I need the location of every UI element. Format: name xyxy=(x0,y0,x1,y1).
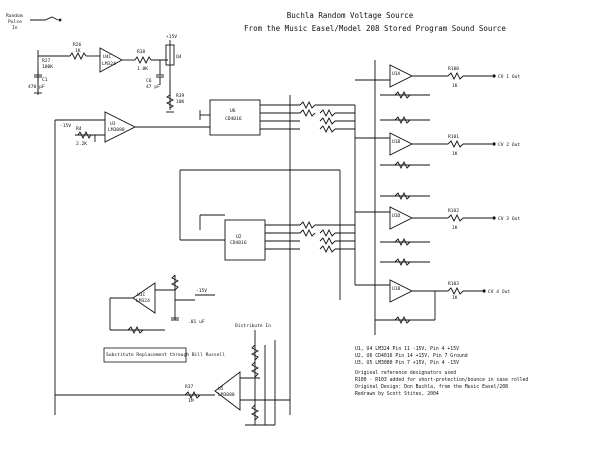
note-7: Redrawn by Scott Stites, 2004 xyxy=(355,391,439,397)
c5-value: .01 uF xyxy=(188,319,205,325)
title-line2: From the Music Easel/Model 208 Stored Pr… xyxy=(244,24,506,33)
q4-label: Q4 xyxy=(176,54,182,60)
out-res-2: R101 xyxy=(448,134,459,140)
substitution-box xyxy=(103,347,187,363)
out-amp-2-label: U1B xyxy=(392,139,401,145)
r26-label: R26 xyxy=(73,42,82,48)
u6-label: U6 xyxy=(230,108,236,114)
cv4-out-label: CV 4 Out xyxy=(488,289,510,295)
u1c-part: LM324 xyxy=(136,298,150,304)
u2-switch xyxy=(179,169,355,300)
r39-label: R39 xyxy=(176,93,185,99)
u6-part: CD4016 xyxy=(225,116,242,122)
u3-label: U3 xyxy=(110,121,116,127)
u5-label: U5 xyxy=(218,386,224,392)
u3-stage xyxy=(54,111,210,415)
out-res-1: R100 xyxy=(448,66,459,72)
u5-stage xyxy=(55,330,290,426)
note-1: U1, U4 LM324 Pin 11 -15V, Pin 4 +15V xyxy=(355,346,459,352)
out-amp-4-label: U1B xyxy=(392,286,401,292)
r37-label: R37 xyxy=(185,384,194,390)
r38-label: R38 xyxy=(137,49,146,55)
u6-switch xyxy=(199,95,355,415)
out-val-3: 1K xyxy=(452,225,458,231)
cv1-out-label: CV 1 Out xyxy=(498,74,520,80)
c1-value: 470 pF xyxy=(28,84,45,90)
r39-value: 10K xyxy=(176,99,185,105)
supply-pos-1: +15V xyxy=(166,34,177,40)
note-5: R100 - R103 added for short-protection/b… xyxy=(355,377,528,383)
input-connector xyxy=(30,16,62,22)
r26-value: 1K xyxy=(75,48,81,54)
output-amp-1 xyxy=(355,60,496,335)
title-line1: Buchla Random Voltage Source xyxy=(287,11,414,20)
u4c-label: U4C xyxy=(103,54,112,60)
output-amp-2 xyxy=(355,115,496,170)
u1c-label: U1C xyxy=(137,292,146,298)
c1-label: C1 xyxy=(42,77,48,83)
cv2-out-label: CV 2 Out xyxy=(498,142,520,148)
r27-value: 100K xyxy=(42,64,53,70)
output-amp-4 xyxy=(355,257,486,325)
u1c-stage xyxy=(109,274,215,335)
r27-label: R27 xyxy=(42,58,51,64)
r4-label: R4 xyxy=(76,126,82,132)
cv3-out-label: CV 3 Out xyxy=(498,216,520,222)
c6-label: C6 xyxy=(146,78,152,84)
r37-value: 1M xyxy=(188,398,194,404)
distribution-label: Distribute In xyxy=(235,323,271,329)
u5-part: LM3080 xyxy=(218,392,235,398)
out-val-4: 1K xyxy=(452,295,458,301)
supply-neg-2: -15V xyxy=(196,288,207,294)
note-4: Original reference designators used xyxy=(355,370,456,376)
note-2: U2, U6 CD4016 Pin 14 +15V, Pin 7 Ground xyxy=(355,353,468,359)
out-val-1: 1K xyxy=(452,83,458,89)
u4c-part: LM324 xyxy=(102,61,116,67)
input-label-3: In xyxy=(12,25,18,31)
r38-value: 1.0K xyxy=(137,66,148,72)
substitution-note: Substitute Replacement through Bill Russ… xyxy=(106,352,225,358)
c6-value: 47 pF xyxy=(146,84,160,90)
input-stage xyxy=(34,40,175,113)
input-label-1: Random xyxy=(6,13,23,19)
u3-part: LM3080 xyxy=(108,127,125,133)
u2-part: CD4016 xyxy=(230,240,247,246)
input-label-2: Pulse xyxy=(8,19,22,25)
out-amp-1-label: U1A xyxy=(392,71,401,77)
output-amp-3 xyxy=(355,191,496,247)
out-val-2: 1K xyxy=(452,151,458,157)
note-6: Original Design: Don Buchla, from the Mu… xyxy=(355,384,508,390)
out-res-4: R103 xyxy=(448,281,459,287)
out-amp-3-label: U1D xyxy=(392,213,401,219)
u2-label: U2 xyxy=(236,234,242,240)
supply-neg-1: -15V xyxy=(60,123,71,129)
out-res-3: R102 xyxy=(448,208,459,214)
r4-value: 2.2K xyxy=(76,141,87,147)
note-3: U3, U5 LM3080 Pin 7 +15V, Pin 4 -15V xyxy=(355,360,459,366)
